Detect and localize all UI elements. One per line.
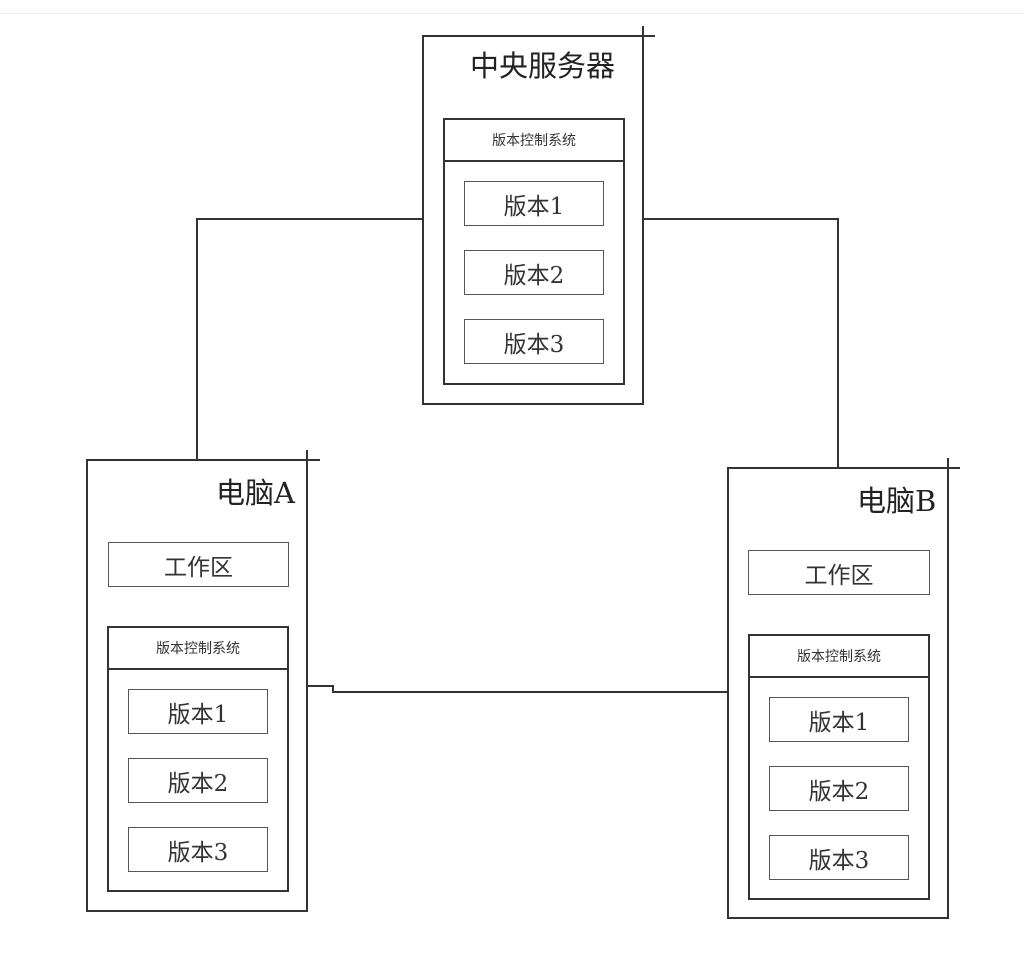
server-version-3: 版本3 bbox=[464, 319, 604, 364]
computer-a-vcs-panel: 版本控制系统 版本1 版本2 版本3 bbox=[107, 626, 289, 892]
computer-b-version-2: 版本2 bbox=[769, 766, 909, 811]
computer-a-version-1: 版本1 bbox=[128, 689, 268, 734]
top-divider bbox=[0, 13, 1024, 14]
computer-b-node: 电脑B 工作区 版本控制系统 版本1 版本2 版本3 bbox=[727, 467, 949, 919]
computer-b-version-3: 版本3 bbox=[769, 835, 909, 880]
computer-a-vcs-title: 版本控制系统 bbox=[109, 628, 287, 670]
computer-a-version-2: 版本2 bbox=[128, 758, 268, 803]
computer-b-version-1: 版本1 bbox=[769, 697, 909, 742]
computer-a-title: 电脑A bbox=[216, 476, 295, 510]
computer-a-workspace: 工作区 bbox=[108, 542, 289, 587]
server-version-2: 版本2 bbox=[464, 250, 604, 295]
central-server-title: 中央服务器 bbox=[470, 49, 616, 83]
connector-server-to-computer-b bbox=[643, 218, 839, 468]
connector-computer-a-to-computer-b bbox=[307, 685, 728, 693]
computer-b-workspace: 工作区 bbox=[748, 550, 930, 595]
computer-a-version-3: 版本3 bbox=[128, 827, 268, 872]
computer-b-vcs-title: 版本控制系统 bbox=[750, 636, 928, 678]
computer-b-title: 电脑B bbox=[857, 484, 937, 518]
server-vcs-title: 版本控制系统 bbox=[445, 120, 623, 162]
server-vcs-panel: 版本控制系统 版本1 版本2 版本3 bbox=[443, 118, 625, 385]
server-version-1: 版本1 bbox=[464, 181, 604, 226]
computer-a-node: 电脑A 工作区 版本控制系统 版本1 版本2 版本3 bbox=[86, 459, 308, 912]
connector-server-to-computer-a bbox=[196, 218, 423, 460]
computer-b-vcs-panel: 版本控制系统 版本1 版本2 版本3 bbox=[748, 634, 930, 900]
central-server-node: 中央服务器 版本控制系统 版本1 版本2 版本3 bbox=[422, 35, 644, 405]
